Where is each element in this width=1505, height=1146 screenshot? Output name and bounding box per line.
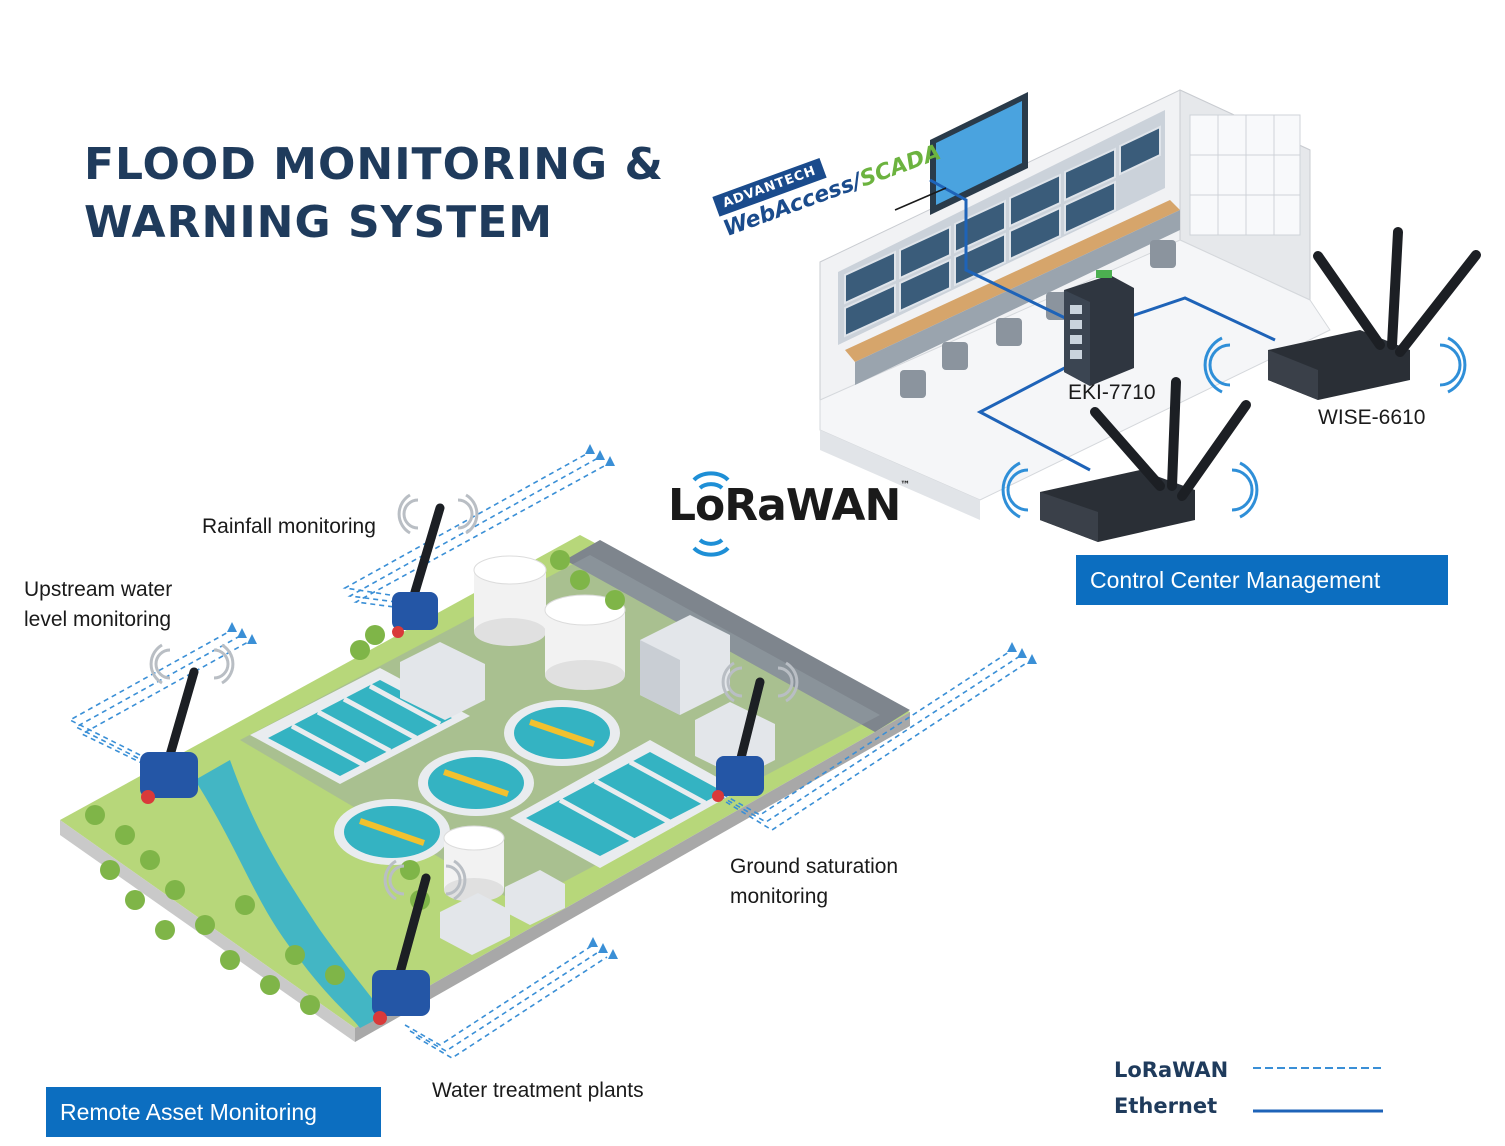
upstream-monitoring-label: Upstream water level monitoring bbox=[24, 575, 172, 635]
window-grid bbox=[1189, 114, 1301, 236]
control-center-section-label: Control Center Management bbox=[1076, 555, 1448, 605]
sensor-treatment bbox=[372, 873, 431, 1025]
lorawan-logo-prefix: LoRa bbox=[668, 480, 787, 531]
sensor-ground bbox=[712, 677, 765, 802]
lorawan-links bbox=[68, 451, 1029, 1059]
trees bbox=[85, 550, 625, 1015]
page-title-line-1: FLOOD MONITORING & bbox=[84, 139, 664, 190]
remote-asset-section-label: Remote Asset Monitoring bbox=[46, 1087, 381, 1137]
eki-7710-switch bbox=[1064, 270, 1134, 386]
ground-saturation-label: Ground saturation monitoring bbox=[730, 852, 898, 912]
ground-label-line-1: Ground saturation bbox=[730, 855, 899, 878]
lorawan-logo-tm: ™ bbox=[900, 480, 910, 491]
scada-callout-line bbox=[894, 187, 947, 211]
page-title: FLOOD MONITORING & WARNING SYSTEM bbox=[84, 136, 664, 252]
legend-ethernet-label: Ethernet bbox=[1114, 1094, 1218, 1118]
sensor-signal-arcs bbox=[149, 493, 799, 901]
upstream-label-line-1: Upstream water bbox=[24, 578, 173, 601]
eki-7710-label: EKI-7710 bbox=[1068, 381, 1156, 404]
lorawan-uplink-arrows bbox=[227, 444, 1037, 959]
lorawan-wave-icon bbox=[692, 471, 730, 557]
gateway-signal-arcs bbox=[1001, 336, 1467, 519]
upstream-label-line-2: level monitoring bbox=[24, 608, 172, 631]
rainfall-monitoring-label: Rainfall monitoring bbox=[202, 515, 376, 538]
sensor-rainfall bbox=[392, 503, 445, 638]
lorawan-logo: LoRaWAN™ bbox=[668, 480, 910, 531]
settling-basins bbox=[250, 668, 740, 868]
buildings bbox=[400, 615, 775, 955]
ground-label-line-2: monitoring bbox=[730, 885, 829, 908]
lorawan-logo-suffix: WAN bbox=[785, 480, 901, 531]
wise-6610-gateway-left bbox=[1040, 377, 1251, 542]
wise-6610-label: WISE-6610 bbox=[1318, 406, 1426, 429]
water-treatment-label: Water treatment plants bbox=[432, 1079, 644, 1102]
clarifiers bbox=[334, 700, 620, 865]
page-title-line-2: WARNING SYSTEM bbox=[84, 197, 554, 248]
scada-monitor bbox=[930, 92, 1028, 215]
wise-6610-gateway-right bbox=[1268, 227, 1481, 400]
legend-lorawan-label: LoRaWAN bbox=[1114, 1058, 1229, 1082]
sensor-upstream bbox=[140, 667, 199, 804]
